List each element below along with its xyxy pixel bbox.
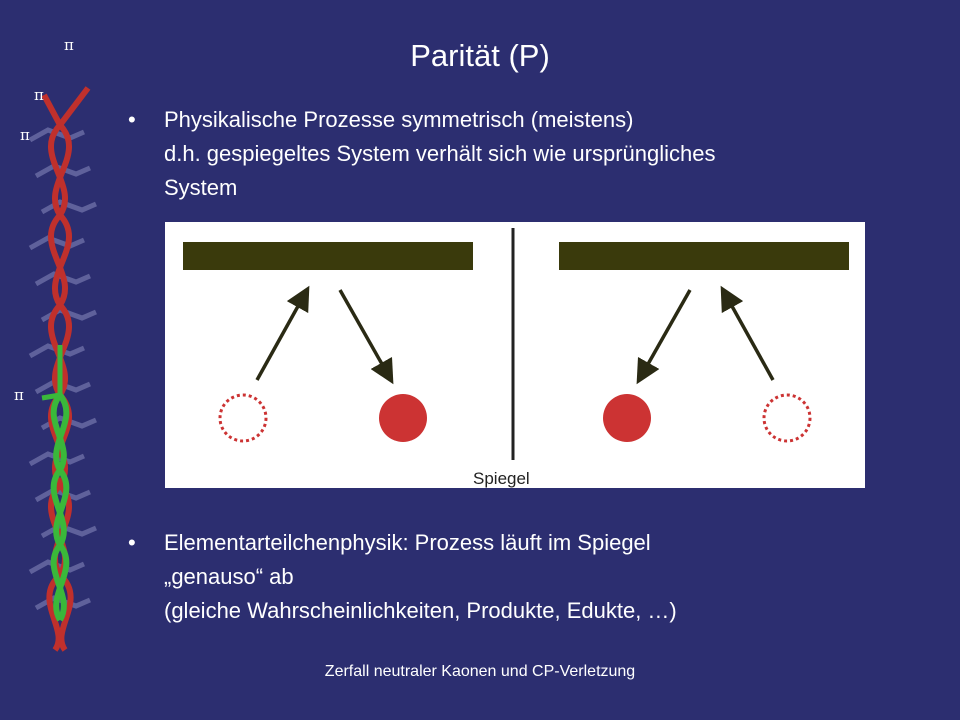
bullet-line: Elementarteilchenphysik: Prozess läuft i… (164, 530, 651, 555)
green-branch-h (41, 392, 61, 401)
ghost-track-segment (28, 235, 85, 251)
bullet-marker: • (128, 530, 136, 555)
surface-bar-left (183, 242, 473, 270)
ghost-track-segment (40, 199, 97, 215)
bullet-line: System (164, 175, 238, 200)
arrow-incoming-left (255, 285, 310, 381)
surface-bar-right (559, 242, 849, 270)
bullet-line: „genauso“ ab (164, 564, 294, 589)
bullet-text: Physikalische Prozesse symmetrisch (meis… (164, 103, 934, 205)
decorative-particle-track: π π π π (14, 36, 97, 652)
mirror-label: Spiegel (473, 469, 530, 488)
red-branch-left (41, 93, 63, 127)
pion-label-2: π (34, 86, 44, 104)
ball-initial-right (762, 393, 812, 443)
bullet-line: Physikalische Prozesse symmetrisch (meis… (164, 107, 634, 132)
ghost-track-segment (40, 523, 97, 539)
ball-final-left (379, 394, 427, 442)
slide-footer: Zerfall neutraler Kaonen und CP-Verletzu… (324, 663, 636, 680)
pion-label-3: π (20, 126, 30, 144)
bullet-line: (gleiche Wahrscheinlichkeiten, Produkte,… (164, 598, 677, 623)
bullet-marker: • (128, 107, 136, 132)
mirror-diagram: Spiegel (165, 222, 865, 488)
pion-label-1: π (64, 36, 74, 54)
bullet-text: Elementarteilchenphysik: Prozess läuft i… (164, 526, 934, 628)
ghost-track-segment (28, 127, 85, 143)
pion-label-4: π (14, 386, 24, 404)
arrow-incoming-right (720, 285, 775, 381)
arrow-outgoing-left (338, 289, 394, 385)
red-branch-upper (57, 86, 91, 127)
green-strand-2 (50, 393, 67, 622)
green-strand (53, 393, 70, 622)
ball-final-right (603, 394, 651, 442)
slide-title: Parität (P) (410, 38, 550, 73)
bullet-line: d.h. gespiegeltes System verhält sich wi… (164, 141, 716, 166)
arrow-outgoing-right (636, 289, 692, 385)
ball-initial-left (218, 393, 268, 443)
